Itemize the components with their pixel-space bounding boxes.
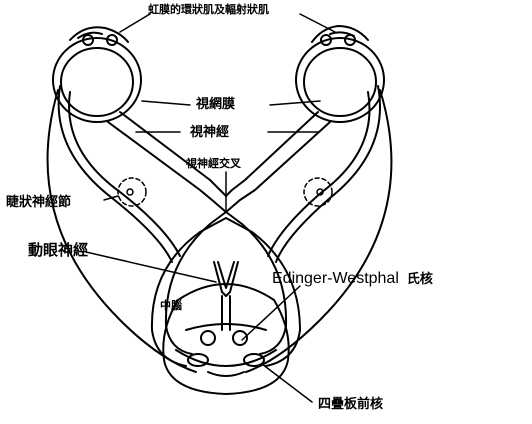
optic-chiasm-label: 視神經交叉 [186, 158, 241, 169]
ciliary-ganglion-markers [118, 178, 332, 206]
ew-nucleus-label: Edinger-Westphal 氏核 [272, 270, 433, 288]
iris-muscles-label: 虹膜的環狀肌及輻射狀肌 [148, 4, 269, 15]
ciliary-ganglion-label: 睫狀神經節 [6, 196, 71, 209]
ew-nucleus-en: Edinger-Westphal [272, 270, 399, 287]
ew-nucleus-zh: 氏核 [407, 272, 433, 287]
pretectal-nucleus-label: 四疊板前核 [318, 398, 383, 411]
oculomotor-nerve-label: 動眼神經 [28, 243, 88, 258]
oculomotor-fibres [214, 262, 238, 330]
left-eyeball [53, 27, 141, 122]
optic-nerve-label: 視神經 [190, 126, 229, 139]
ew-nuclei [201, 331, 247, 345]
ciliary-nerves [59, 86, 380, 262]
right-eyeball [296, 26, 384, 122]
retina-label: 視網膜 [196, 98, 235, 111]
midbrain-shape [163, 284, 288, 394]
pretectal-nuclei [188, 354, 264, 366]
midbrain-label: 中腦 [160, 300, 182, 311]
